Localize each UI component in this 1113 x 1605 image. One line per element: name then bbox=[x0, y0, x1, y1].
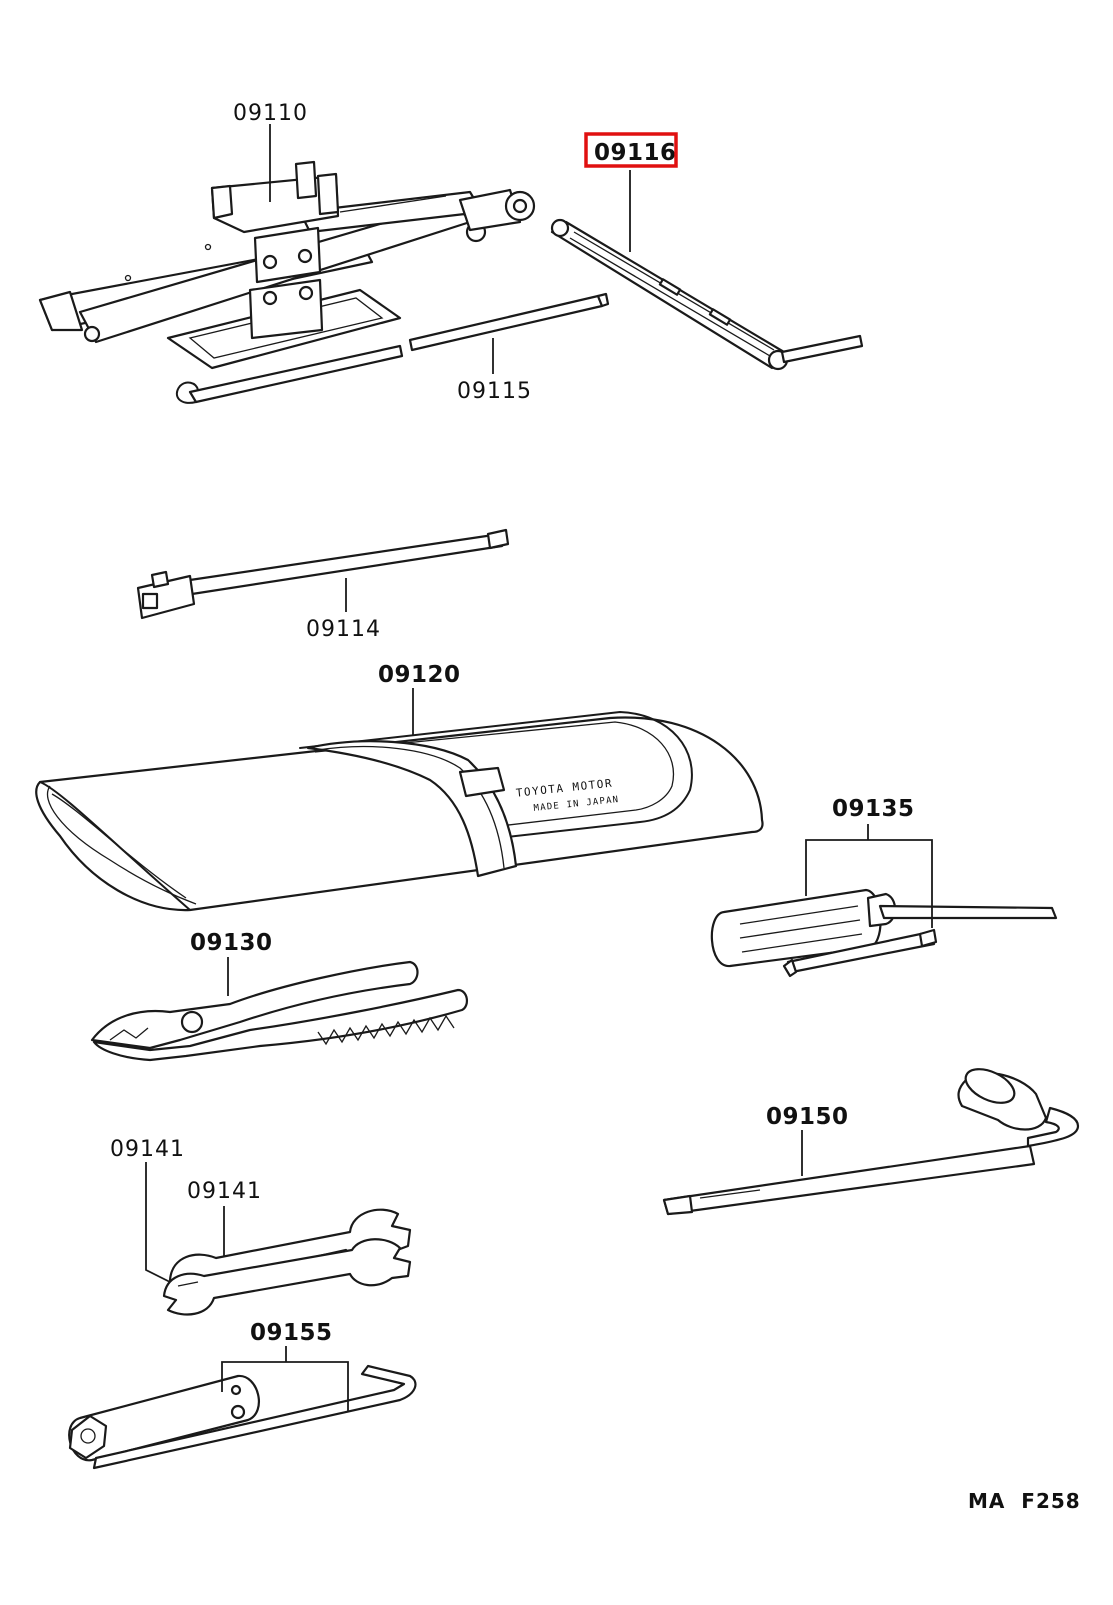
figure-code: MA F258 bbox=[968, 1489, 1081, 1513]
leader-lines bbox=[145, 124, 933, 1412]
label-plug-wrench[interactable]: 09155 bbox=[250, 1320, 333, 1346]
highlight-box bbox=[584, 132, 678, 168]
jack-part[interactable] bbox=[38, 160, 536, 370]
label-jack[interactable]: 09110 bbox=[233, 101, 308, 126]
jack-bar-part[interactable] bbox=[175, 292, 610, 404]
screwdriver-part[interactable] bbox=[710, 888, 1058, 978]
jack-handle-part[interactable] bbox=[550, 218, 864, 371]
pliers-part[interactable] bbox=[90, 960, 468, 1062]
extension-bar-part[interactable] bbox=[136, 528, 510, 620]
wrench-part[interactable] bbox=[162, 1208, 412, 1316]
label-jack-bar[interactable]: 09115 bbox=[457, 379, 532, 404]
lug-wrench-part[interactable] bbox=[662, 1062, 1080, 1216]
label-lug-wrench[interactable]: 09150 bbox=[766, 1104, 849, 1130]
label-jack-handle[interactable]: 09116 bbox=[594, 140, 677, 166]
label-wrench-a[interactable]: 09141 bbox=[110, 1137, 185, 1162]
plug-wrench-part[interactable] bbox=[68, 1364, 417, 1470]
label-pliers[interactable]: 09130 bbox=[190, 930, 273, 956]
label-extension-bar[interactable]: 09114 bbox=[306, 617, 381, 642]
label-tool-bag[interactable]: 09120 bbox=[378, 662, 461, 688]
label-screwdriver[interactable]: 09135 bbox=[832, 796, 915, 822]
label-wrench-b[interactable]: 09141 bbox=[187, 1179, 262, 1204]
tool-bag-part[interactable]: TOYOTA MOTOR MADE IN JAPAN bbox=[35, 711, 764, 912]
